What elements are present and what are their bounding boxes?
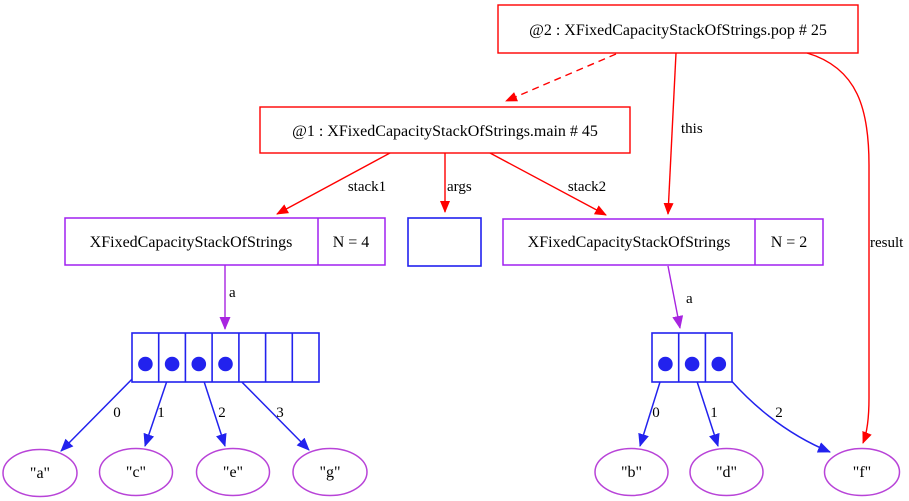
string-label-e: "e" [223,464,243,481]
edge-label-left-2: 2 [218,405,226,421]
string-label-c: "c" [126,464,146,481]
left-array-pointer-dot-2 [191,356,207,372]
string-node-c [98,447,174,497]
frame-at1-box [259,106,631,154]
string-label-f: "f" [853,464,871,481]
edge-label-this: this [681,121,703,137]
edge-result [806,52,872,444]
frame-at2-box [497,4,859,54]
edge-stack1 [276,152,391,215]
edge-label-a-left: a [229,285,236,301]
edge-label-right-1: 1 [710,405,718,421]
edge-stack2 [489,152,607,216]
array-node-left [131,332,320,383]
edge-a-right [667,265,684,329]
object-node-stack2: XFixedCapacityStackOfStrings N = 2 [502,218,824,266]
edge-label-left-3: 3 [276,405,284,421]
stack2-box [502,218,824,266]
string-node-d [689,447,764,497]
frame-node-at2: @2 : XFixedCapacityStackOfStrings.pop # … [497,4,859,54]
stack2-class-label: XFixedCapacityStackOfStrings [528,234,731,251]
args-box [407,217,482,267]
frame-at1-label: @1 : XFixedCapacityStackOfStrings.main #… [292,123,598,140]
string-nodes: "a" "c" "e" "g" "b" "d" "f" [2,447,901,498]
edge-label-left-0: 0 [113,405,121,421]
string-node-a [2,448,78,498]
edge-label-stack2: stack2 [568,179,606,195]
edge-label-left-1: 1 [157,405,165,421]
array-node-right [651,332,733,383]
edge-label-result: result [870,235,904,251]
frame-at2-label: @2 : XFixedCapacityStackOfStrings.pop # … [529,22,827,39]
string-label-a: "a" [30,465,50,482]
stack1-class-label: XFixedCapacityStackOfStrings [90,234,293,251]
string-label-g: "g" [319,464,340,481]
edge-label-args: args [447,179,472,195]
right-array-pointer-dot-0 [658,356,673,372]
string-node-g [292,447,368,497]
edge-label-a-right: a [686,291,693,307]
string-label-d: "d" [716,464,737,481]
frame-node-at1: @1 : XFixedCapacityStackOfStrings.main #… [259,106,631,154]
edge-label-right-0: 0 [652,405,660,421]
left-array-pointer-dot-1 [164,356,180,372]
string-node-f [823,447,901,497]
stack2-size-label: N = 2 [771,234,808,251]
string-label-b: "b" [621,464,642,481]
edge-label-right-2: 2 [775,405,783,421]
right-array-pointer-dot-1 [684,356,700,372]
edge-left-0 [60,365,146,452]
string-node-b [594,447,669,497]
args-node [407,217,482,267]
edge-caller-dashed [505,53,617,102]
left-array-pointer-dot-3 [218,356,233,372]
object-node-stack1: XFixedCapacityStackOfStrings N = 4 [64,217,386,266]
edge-this [663,52,677,215]
stack1-size-label: N = 4 [333,234,370,251]
right-array-pointer-dot-2 [711,356,727,372]
left-array-pointer-dot-0 [138,356,153,372]
stack1-box [64,217,386,266]
string-node-e [195,447,271,497]
edge-label-stack1: stack1 [348,179,386,195]
